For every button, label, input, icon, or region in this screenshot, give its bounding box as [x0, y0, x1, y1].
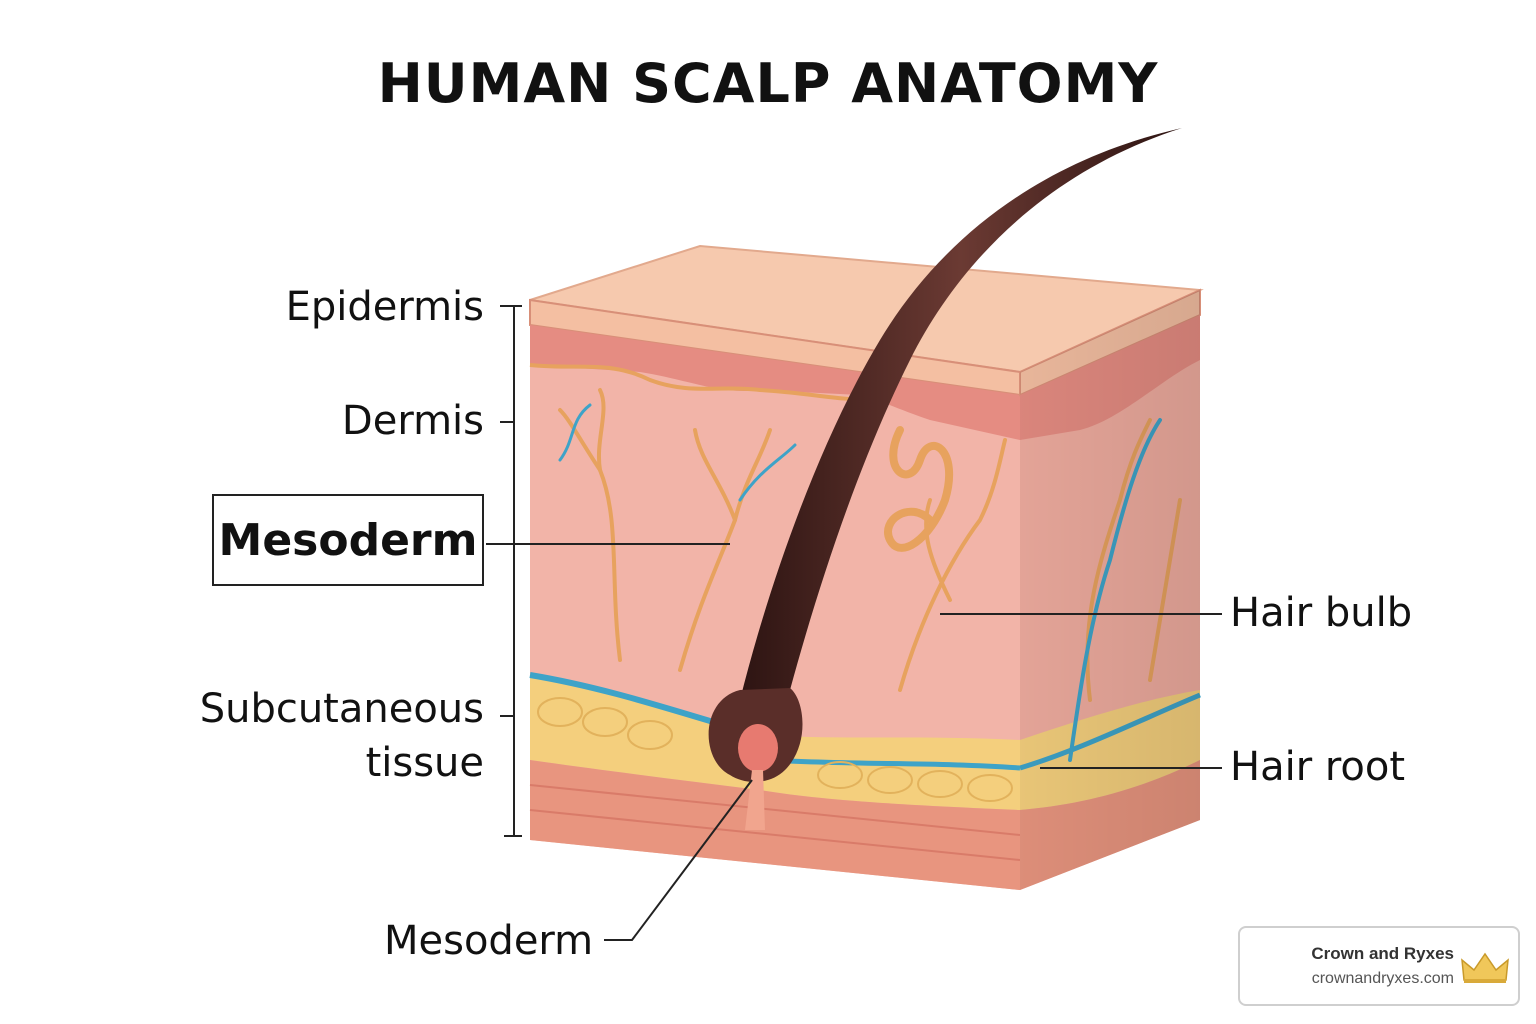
crown-icon [1461, 952, 1509, 983]
label-epidermis: Epidermis [285, 284, 484, 330]
label-dermis: Dermis [341, 398, 484, 444]
diagram-title: HUMAN SCALP ANATOMY [377, 52, 1159, 115]
base-layer-front [530, 760, 1020, 890]
brand-name: Crown and Ryxes [1311, 944, 1454, 963]
layer-bracket [500, 305, 522, 837]
mesoderm-bottom-leader [604, 779, 753, 941]
hair-shaft [708, 128, 1182, 830]
label-mesoderm-bottom: Mesoderm [384, 918, 594, 964]
dermis-band-front [530, 325, 1020, 440]
hair-bulb-papilla [738, 724, 778, 772]
label-subcutaneous-line1: Subcutaneous [199, 686, 484, 732]
label-hair-bulb: Hair bulb [1230, 590, 1413, 636]
label-hair-root: Hair root [1230, 744, 1406, 790]
side-face [1019, 288, 1201, 890]
label-subcutaneous-line2: tissue [365, 740, 484, 786]
brand-website: crownandryxes.com [1311, 970, 1454, 987]
brand-badge: Crown and Ryxes crownandryxes.com [1238, 926, 1520, 1006]
sweat-gland [884, 426, 954, 552]
label-mesoderm-boxed: Mesoderm [212, 494, 484, 586]
